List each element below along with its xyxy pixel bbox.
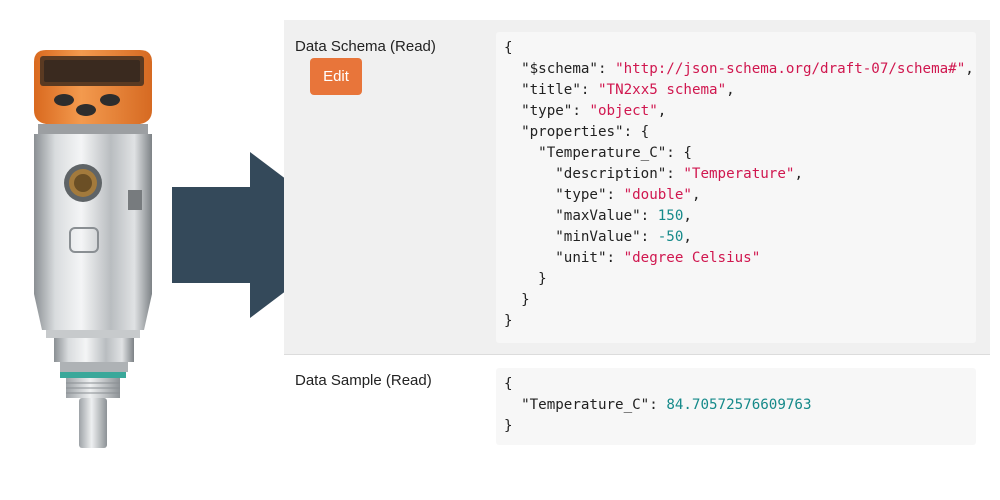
code-line: "minValue": -50, xyxy=(555,229,692,245)
data-sample-label: Data Sample (Read) xyxy=(295,372,432,389)
code-line: } xyxy=(504,418,513,434)
data-schema-label: Data Schema (Read) xyxy=(295,38,436,55)
code-line: { xyxy=(504,40,513,56)
code-line: "properties": { xyxy=(521,124,650,140)
code-line: } xyxy=(504,271,547,287)
code-line: "Temperature_C": 84.70572576609763 xyxy=(521,397,812,413)
data-schema-panel: Data Schema (Read) Edit { "$schema": "ht… xyxy=(284,20,990,355)
code-line: } xyxy=(504,313,513,329)
sample-code-block[interactable]: { "Temperature_C": 84.70572576609763 } xyxy=(496,368,976,445)
code-line: "$schema": "http://json-schema.org/draft… xyxy=(521,61,974,77)
code-line: "unit": "degree Celsius" xyxy=(555,250,761,266)
schema-code-block[interactable]: { "$schema": "http://json-schema.org/dra… xyxy=(496,32,976,343)
code-line: "title": "TN2xx5 schema", xyxy=(521,82,735,98)
code-line: "description": "Temperature", xyxy=(555,166,803,182)
code-line: { xyxy=(504,376,513,392)
code-line: "type": "object", xyxy=(521,103,667,119)
temperature-sensor-image xyxy=(34,50,152,448)
edit-button[interactable]: Edit xyxy=(310,58,362,95)
code-line: "Temperature_C": { xyxy=(538,145,692,161)
code-line: } xyxy=(504,292,530,308)
right-arrow-icon xyxy=(172,152,360,318)
code-line: "maxValue": 150, xyxy=(555,208,692,224)
code-line: "type": "double", xyxy=(555,187,701,203)
data-sample-panel: Data Sample (Read) { "Temperature_C": 84… xyxy=(284,356,990,456)
